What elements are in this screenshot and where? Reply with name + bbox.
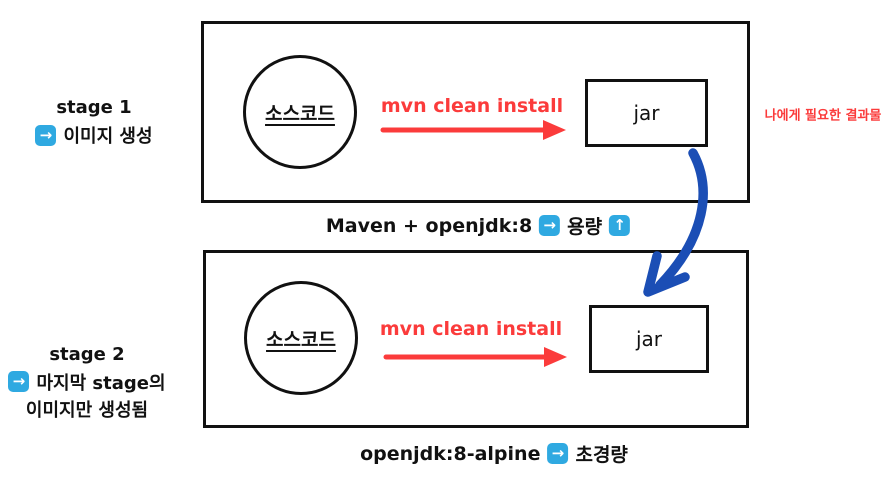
up-arrow-glyph: ↑ [613, 216, 626, 234]
needed-result-annotation: 나에게 필요한 결과물 [764, 108, 882, 124]
stage2-caption-left: openjdk:8-alpine [360, 442, 541, 465]
stage2-source-label: 소스코드 [266, 328, 336, 351]
stage2-jar-box: jar [589, 305, 709, 373]
right-arrow-icon: → [547, 443, 569, 464]
stage1-command-label: mvn clean install [380, 95, 564, 117]
stage2-command-label: mvn clean install [379, 318, 563, 340]
stage1-source-circle: 소스코드 [243, 55, 357, 169]
stage1-side-note-row: → 이미지 생성 [18, 121, 170, 149]
stage1-caption-left: Maven + openjdk:8 [325, 214, 533, 237]
stage1-caption-word: 용량 [567, 216, 603, 238]
right-arrow-icon: → [539, 215, 561, 236]
stage1-jar-box: jar [585, 79, 708, 147]
stage2-jar-label: jar [635, 327, 663, 351]
stage1-source-label: 소스코드 [265, 102, 335, 125]
stage1-side-note: 이미지 생성 [63, 126, 153, 147]
up-arrow-icon: ↑ [609, 215, 631, 236]
stage1-jar-label: jar [633, 101, 660, 125]
stage2-side-note-row: → 마지막 stage의 [2, 368, 172, 395]
stage2-source-circle: 소스코드 [244, 281, 358, 395]
stage2-caption: openjdk:8-alpine → 초경량 [360, 440, 628, 467]
stage2-side-note-line1: 마지막 stage의 [36, 372, 166, 394]
right-arrow-glyph: → [12, 372, 26, 390]
stage1-side-label: stage 1 → 이미지 생성 [18, 93, 170, 149]
stage2-side-title: stage 2 [49, 344, 125, 365]
right-arrow-glyph: → [39, 125, 53, 144]
right-arrow-icon: → [8, 371, 30, 392]
right-arrow-glyph: → [543, 216, 556, 234]
stage2-side-label: stage 2 → 마지막 stage의 이미지만 생성됨 [2, 341, 172, 422]
stage2-caption-word: 초경량 [575, 444, 628, 466]
stage2-side-note-line2: 이미지만 생성됨 [25, 399, 149, 421]
stage1-caption: Maven + openjdk:8 → 용량 ↑ [325, 212, 631, 239]
right-arrow-glyph: → [551, 444, 565, 462]
stage1-side-title: stage 1 [56, 96, 132, 118]
right-arrow-icon: → [35, 124, 57, 146]
